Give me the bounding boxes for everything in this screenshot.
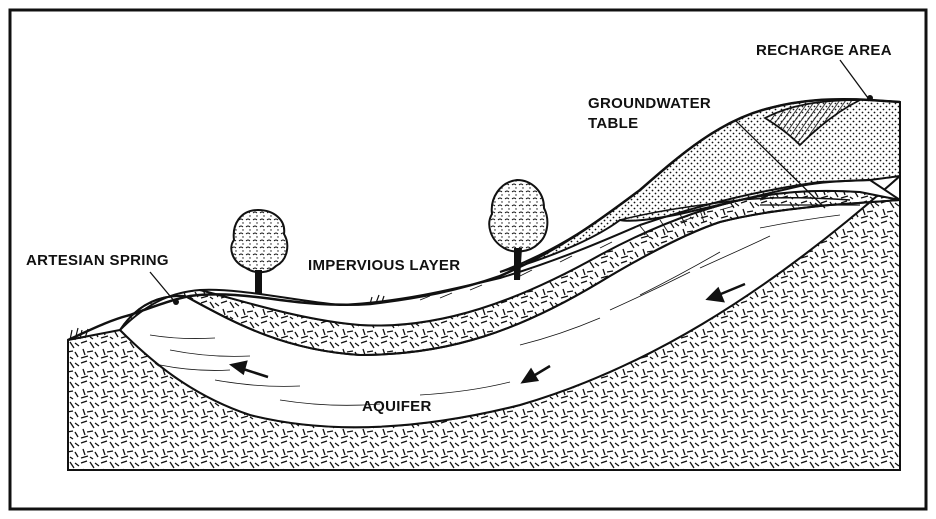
artesian-spring-point — [173, 299, 179, 305]
artesian-spring-label: ARTESIAN SPRING — [26, 252, 169, 269]
groundwater-label-line2: TABLE — [588, 115, 638, 132]
recharge-area-label: RECHARGE AREA — [756, 42, 892, 59]
impervious-layer-label: IMPERVIOUS LAYER — [308, 257, 460, 274]
tree-left-icon — [231, 210, 287, 294]
aquifer-label: AQUIFER — [362, 398, 432, 415]
groundwater-label-line1: GROUNDWATER — [588, 95, 711, 112]
recharge-point — [867, 95, 873, 101]
